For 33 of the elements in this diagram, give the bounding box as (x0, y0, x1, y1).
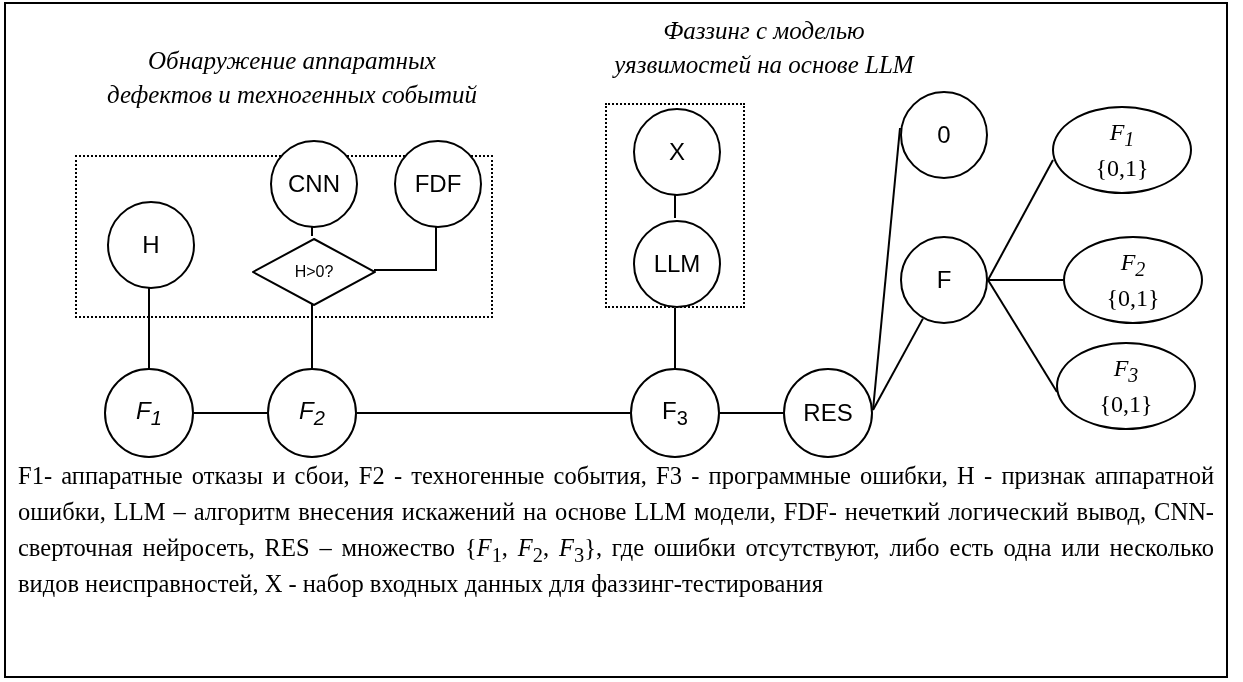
group-heading: Фаззинг с моделью уязвимостей на основе LLM (614, 16, 914, 80)
node-label: F$_{3}$ (1113, 353, 1139, 388)
node-label: F (936, 266, 952, 294)
connector-line (987, 279, 1058, 393)
connector-line (356, 412, 631, 414)
node-label: H>0? (294, 263, 334, 281)
connector-line (872, 317, 924, 411)
node-label: {0,1} (1106, 284, 1160, 314)
legend-paragraph: F1- аппаратные отказы и сбои, F2 - техногенные события, F3 - программные ошибки, H - признак аппаратной ошибки, LLM – алгоритм внесения искажений на основе LLM модели, FDF- нечеткий логический вывод, CNN- сверточная нейросеть, RES – множество {F$_{1}$, F$_{2}$, F$_{3}$}, где ошибки отсутствуют, либо есть одна или несколько видов неисправностей, X - набор входных данных для фаззинг-тестирования (18, 461, 1214, 599)
node-label: 0 (937, 121, 951, 149)
connector-line (987, 159, 1054, 281)
node-label: F$_{1}$ (1109, 117, 1135, 152)
node-label: RES (803, 399, 853, 427)
node-label: F$_{2}$ (1120, 247, 1146, 282)
group-heading: Обнаружение аппаратных дефектов и техногенных событий (106, 46, 478, 110)
node-label: {0,1} (1095, 154, 1149, 184)
connector-line (719, 412, 784, 414)
connector-line (193, 412, 268, 414)
node-label: F$_{1}$ (136, 396, 162, 430)
connector-line (674, 307, 676, 369)
node-label: X (669, 138, 685, 166)
connector-line (148, 286, 150, 369)
node-label: FDF (414, 170, 462, 198)
connector-line (373, 225, 437, 271)
connector-line (311, 303, 313, 369)
node-label: F$_{2}$ (299, 396, 325, 430)
node-label: F$_{3}$ (662, 396, 688, 430)
connector-line (987, 279, 1064, 281)
node-label: H (142, 231, 160, 259)
node-label: CNN (288, 170, 340, 198)
node-label: LLM (653, 250, 701, 278)
node-label: {0,1} (1099, 390, 1153, 420)
connector-line (674, 193, 676, 219)
